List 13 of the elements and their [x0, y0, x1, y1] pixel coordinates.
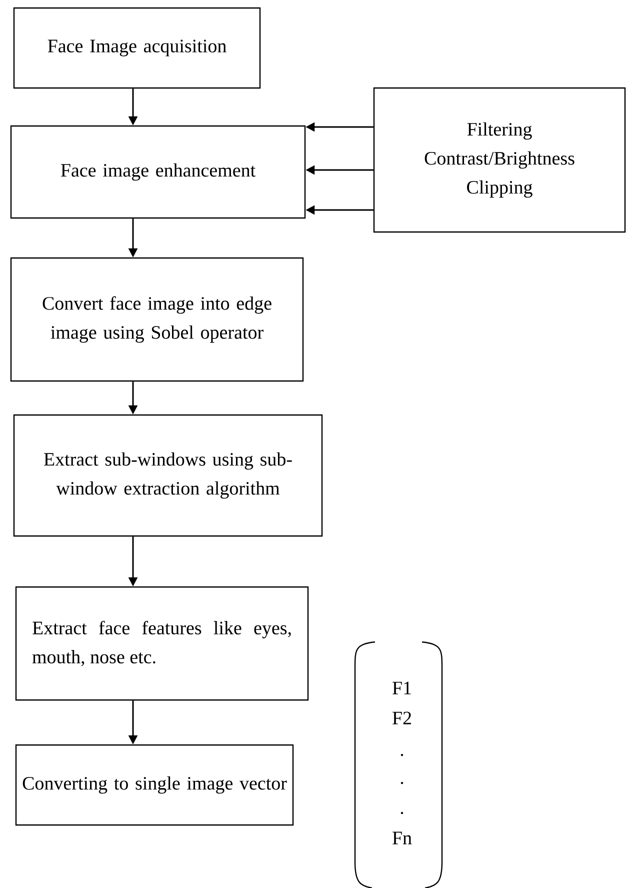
- process-box: Extract sub-windows using sub-window extraction algorithm: [13, 414, 323, 537]
- process-box: Convert face image into edge image using Sobel operator: [10, 257, 304, 382]
- vector-entry: .: [400, 754, 404, 756]
- process-box: Face Image acquisition: [13, 7, 261, 89]
- vector-entry: F1: [392, 682, 411, 694]
- vector-entry: F2: [392, 712, 411, 724]
- process-box: Extract face features like eyes, mouth, nose etc.: [15, 586, 309, 701]
- vector-entry: .: [400, 812, 404, 814]
- process-box: Filtering Contrast/Brightness Clipping: [373, 87, 626, 233]
- process-box: Face image enhancement: [10, 125, 306, 219]
- vector-entry: Fn: [392, 832, 412, 844]
- vector-entry: .: [400, 782, 404, 784]
- process-box: Converting to single image vector: [15, 744, 294, 826]
